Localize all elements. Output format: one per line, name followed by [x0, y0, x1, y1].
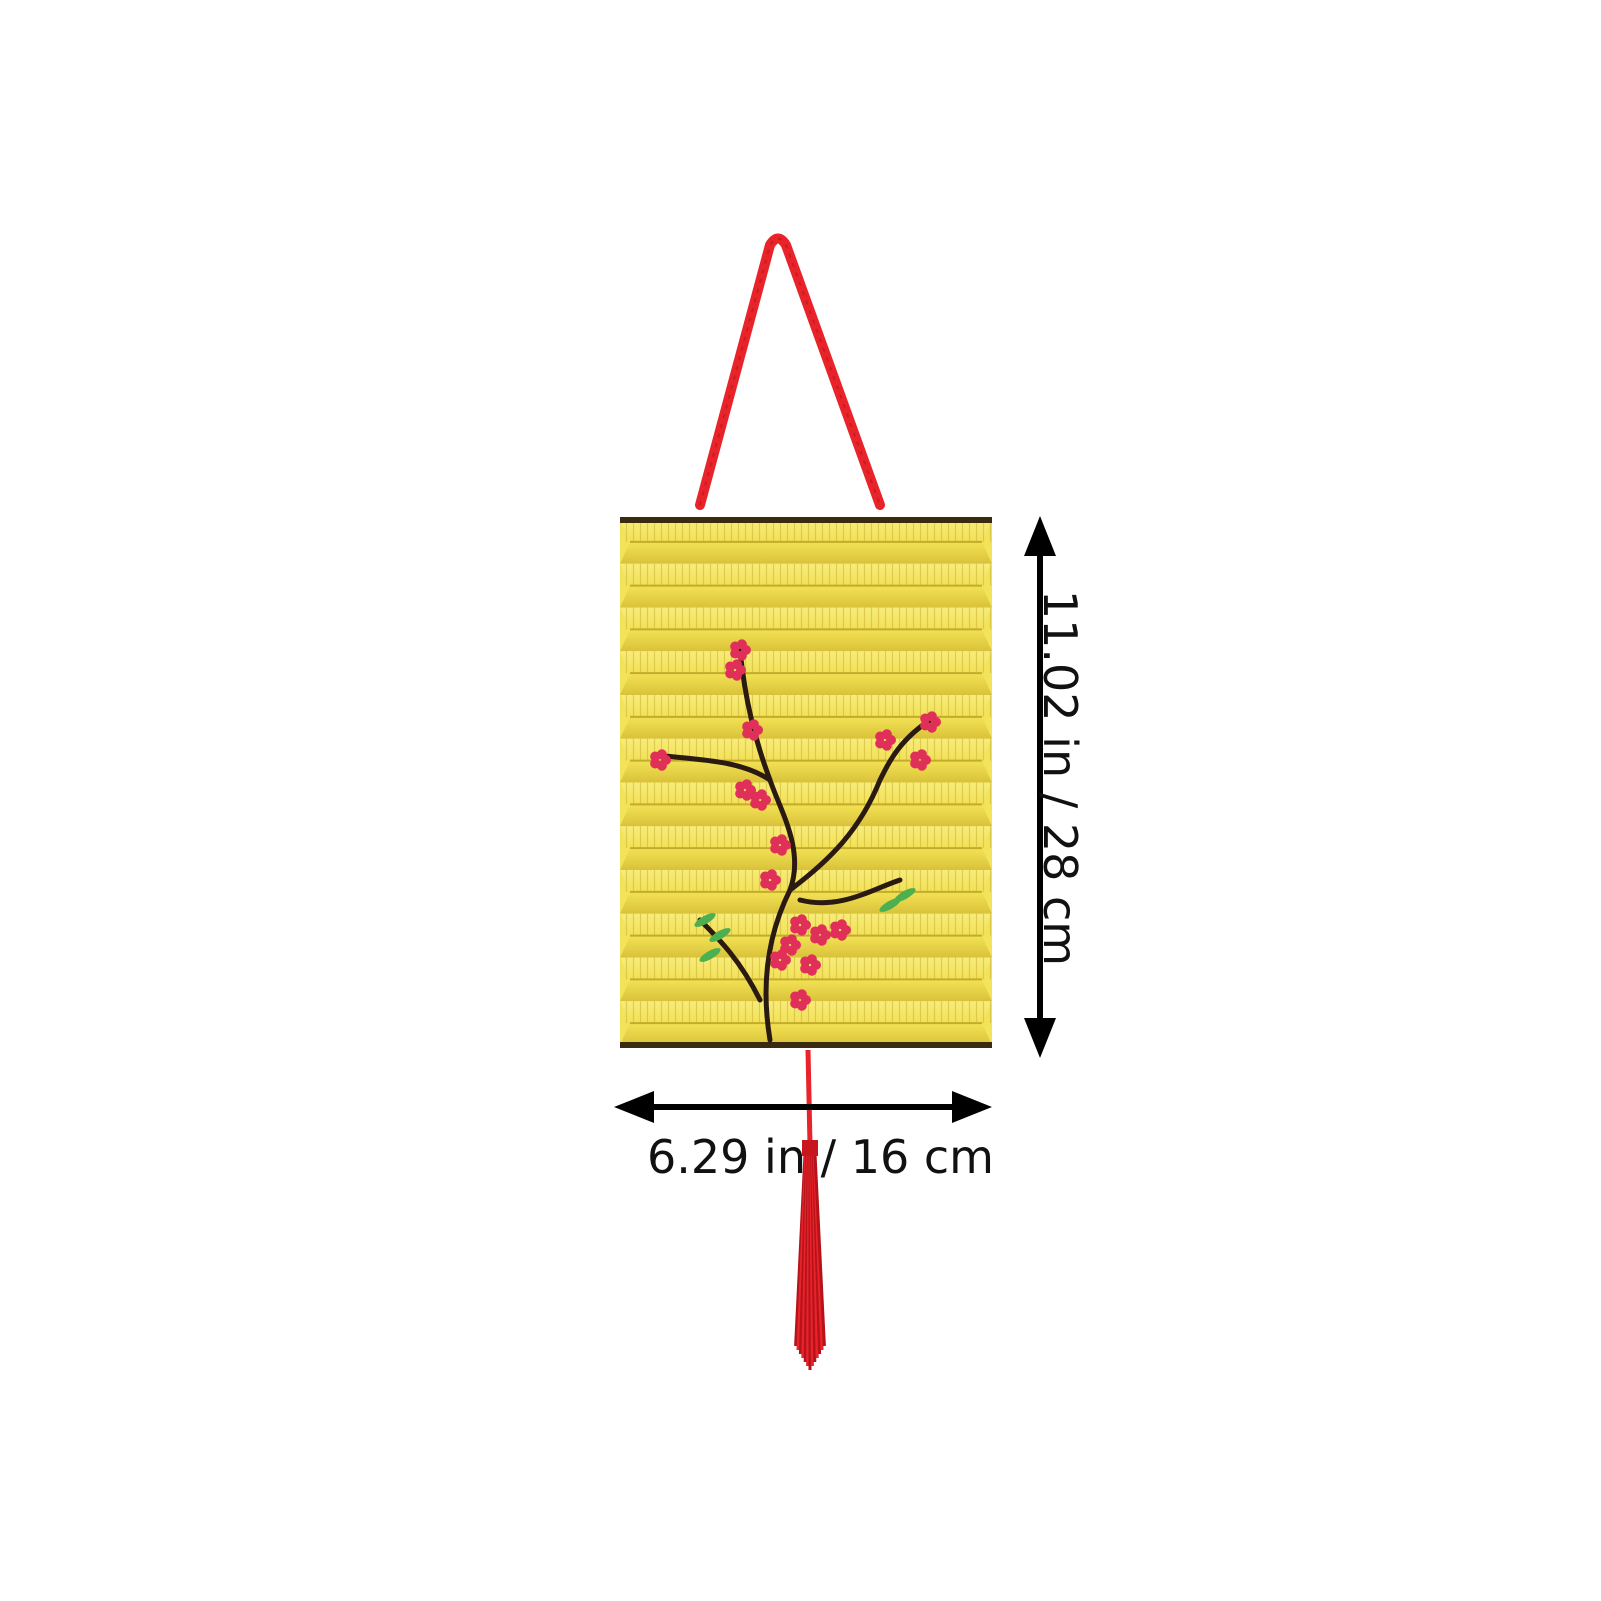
- blossom-petal: [881, 729, 892, 740]
- blossom-petal: [725, 668, 736, 679]
- lantern-rim: [620, 1042, 992, 1048]
- blossom-petal: [786, 934, 797, 945]
- blossom-branch: [697, 917, 763, 1003]
- blossom-petal: [731, 659, 742, 670]
- blossom-petal: [796, 914, 807, 925]
- blossom-petal: [810, 933, 821, 944]
- blossom-petal: [741, 779, 752, 790]
- tassel-thread: [813, 1149, 826, 1347]
- blossom-petal: [926, 711, 937, 722]
- blossom-leaf: [694, 913, 716, 927]
- width-dimension-arrow: [614, 1091, 992, 1123]
- height-dimension-label: 11.02 in / 28 cm: [1033, 589, 1087, 967]
- blossom-petal: [766, 869, 777, 880]
- blossom-petal: [875, 738, 886, 749]
- blossom-petal: [770, 843, 781, 854]
- lantern-pleats: [620, 520, 992, 542]
- lantern-pleats: [620, 651, 992, 674]
- blossom-petal: [748, 719, 759, 730]
- lantern-pleats: [620, 563, 992, 586]
- blossom-petal: [756, 789, 767, 800]
- blossom-petal: [796, 989, 807, 1000]
- lantern-pleats: [620, 607, 992, 630]
- blossom-petal: [776, 834, 787, 845]
- blossom-petal: [916, 749, 927, 760]
- lantern-pleats: [620, 826, 992, 849]
- lantern-pleats: [620, 782, 992, 805]
- blossom-petal: [776, 949, 787, 960]
- blossom-petal: [736, 639, 747, 650]
- blossom-branch: [652, 752, 773, 783]
- blossom-petal: [920, 720, 931, 731]
- blossom-petal: [750, 798, 761, 809]
- blossom-leaf: [709, 928, 731, 942]
- tassel: [794, 1140, 826, 1370]
- tassel-cord: [805, 1049, 813, 1146]
- blossom-petal: [735, 788, 746, 799]
- blossom-petal: [760, 878, 771, 889]
- blossom-petal: [806, 954, 817, 965]
- blossom-petal: [800, 963, 811, 974]
- blossom-petal: [742, 728, 753, 739]
- plum-blossom-painting: [650, 639, 941, 1043]
- blossom-petal: [790, 998, 801, 1009]
- blossom-petal: [830, 928, 841, 939]
- lantern-pleats: [620, 870, 992, 892]
- blossom-petal: [650, 758, 661, 769]
- blossom-leaf: [894, 888, 916, 902]
- blossom-branch: [797, 877, 903, 906]
- lantern-rim: [620, 517, 992, 523]
- blossom-leaf: [699, 948, 721, 962]
- blossom-petal: [730, 648, 741, 659]
- blossom-petal: [816, 924, 827, 935]
- handle-cord: [695, 233, 885, 510]
- lantern-pleats: [620, 695, 992, 717]
- blossom-petal: [910, 758, 921, 769]
- blossom-branch: [787, 717, 933, 893]
- blossom-petal: [656, 749, 667, 760]
- tassel-knot: [802, 1140, 818, 1156]
- blossom-petal: [770, 958, 781, 969]
- height-dimension-arrow: [1024, 516, 1056, 1058]
- lantern-pleats: [620, 1001, 992, 1024]
- lantern-body: [620, 517, 992, 1048]
- blossom-petal: [836, 919, 847, 930]
- blossom-petal: [790, 923, 801, 934]
